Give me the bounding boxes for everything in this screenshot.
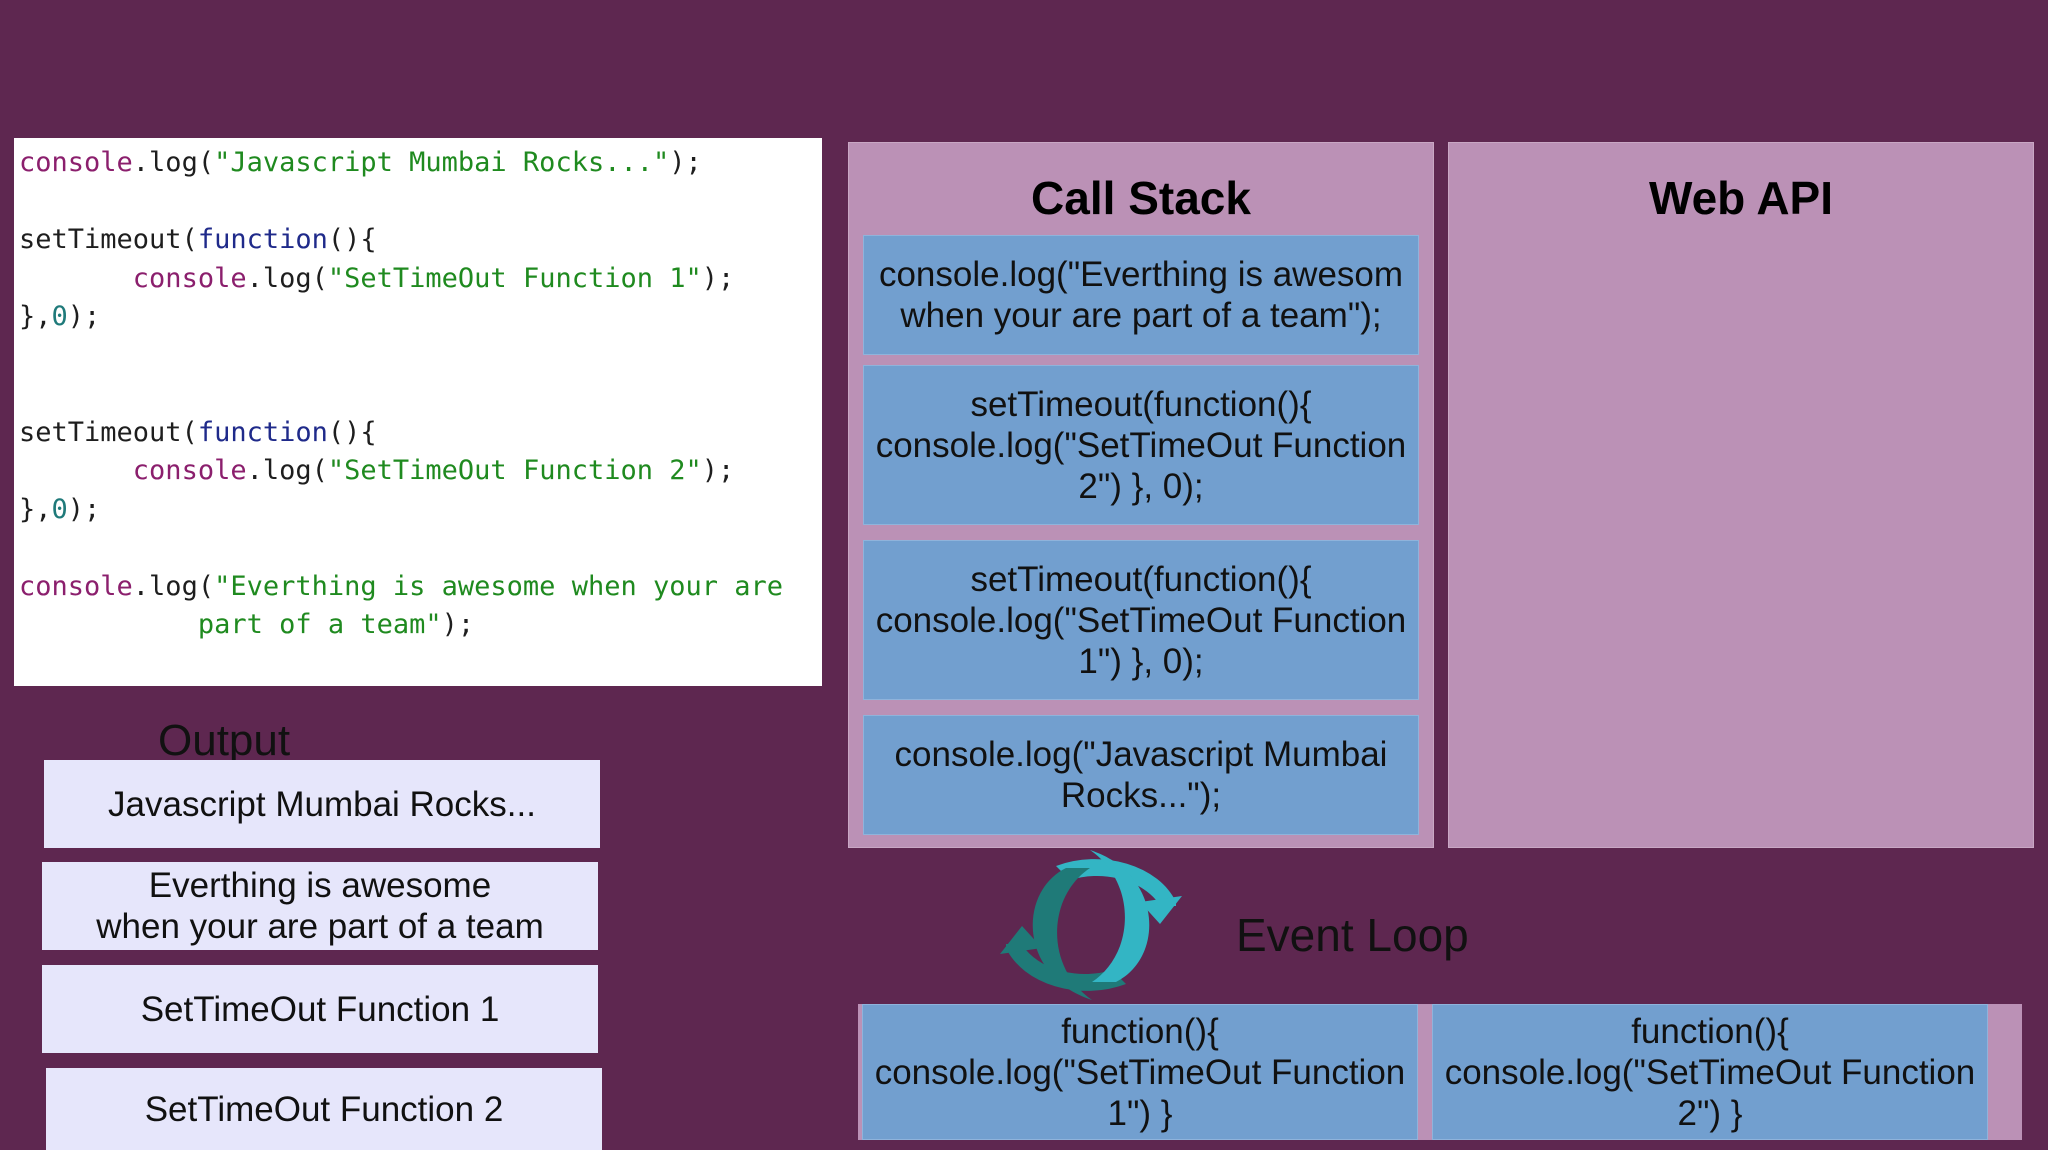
code-line: console.log("SetTimeOut Function 2");	[19, 452, 822, 491]
code-token: );	[701, 262, 735, 294]
output-item-4: SetTimeOut Function 2	[46, 1068, 602, 1150]
code-token: "Javascript Mumbai Rocks..."	[214, 147, 670, 178]
cycle-arrows-icon	[1000, 846, 1182, 1009]
code-token: console	[19, 147, 133, 178]
web-api-panel: Web API	[1448, 142, 2034, 848]
code-token: 0	[51, 301, 68, 332]
code-token: (){	[327, 224, 377, 255]
code-line	[19, 337, 822, 376]
call-stack-frame-4: console.log("Javascript Mumbai Rocks..."…	[863, 715, 1419, 835]
code-line: setTimeout(function(){	[19, 221, 822, 260]
code-token: setTimeout(	[19, 416, 198, 448]
code-token: console	[132, 262, 247, 294]
code-line: console.log("Everthing is awesome when y…	[19, 568, 822, 607]
code-token: function	[197, 224, 328, 255]
code-line	[19, 529, 822, 568]
code-line: },0);	[19, 491, 822, 530]
code-line	[19, 183, 822, 222]
code-panel: console.log("Javascript Mumbai Rocks..."…	[14, 138, 822, 686]
callback-queue-item-2: function(){ console.log("SetTimeOut Func…	[1432, 1004, 1988, 1140]
event-loop-label: Event Loop	[1236, 909, 1469, 961]
code-line: },0);	[19, 298, 822, 337]
code-token: );	[701, 455, 735, 486]
code-token: "Everthing is awesome when your are	[214, 570, 784, 602]
code-token: console	[132, 455, 247, 486]
code-token: },	[19, 301, 52, 332]
code-token: );	[441, 609, 475, 640]
code-line: console.log("Javascript Mumbai Rocks..."…	[19, 144, 822, 183]
code-token: },	[19, 493, 52, 525]
code-token: );	[67, 493, 101, 525]
output-item-3: SetTimeOut Function 1	[42, 965, 598, 1053]
code-token: console	[19, 570, 133, 602]
code-line	[19, 375, 822, 414]
code-token	[19, 455, 133, 486]
code-token: .log(	[246, 262, 328, 294]
call-stack-frame-3: setTimeout(function(){ console.log("SetT…	[863, 540, 1419, 700]
code-token: setTimeout(	[19, 224, 198, 255]
code-token: "SetTimeOut Function 1"	[327, 262, 702, 294]
call-stack-title: Call Stack	[1031, 172, 1251, 224]
code-line: console.log("SetTimeOut Function 1");	[19, 260, 822, 299]
output-title: Output	[158, 716, 291, 765]
call-stack-panel: Call Stack console.log("Everthing is awe…	[848, 142, 1434, 848]
code-token: (){	[327, 416, 377, 448]
code-token: .log(	[246, 455, 328, 486]
callback-queue: function(){ console.log("SetTimeOut Func…	[858, 1004, 2022, 1140]
code-token: "SetTimeOut Function 2"	[327, 455, 702, 486]
code-line: part of a team");	[19, 606, 822, 645]
code-token: .log(	[132, 570, 215, 602]
code-token: part of a team"	[197, 609, 442, 640]
code-line: setTimeout(function(){	[19, 414, 822, 453]
code-token: .log(	[132, 147, 215, 178]
code-token: 0	[51, 493, 68, 525]
code-token	[19, 263, 133, 294]
output-item-1: Javascript Mumbai Rocks...	[44, 760, 600, 848]
web-api-title: Web API	[1648, 172, 1834, 224]
code-token: );	[67, 301, 101, 332]
output-item-2: Everthing is awesome when your are part …	[42, 862, 598, 950]
call-stack-frame-2: setTimeout(function(){ console.log("SetT…	[863, 365, 1419, 525]
code-token	[19, 609, 198, 640]
call-stack-frame-1: console.log("Everthing is awesom when yo…	[863, 235, 1419, 355]
code-token: );	[669, 147, 702, 178]
callback-queue-item-1: function(){ console.log("SetTimeOut Func…	[862, 1004, 1418, 1140]
code-token: function	[197, 416, 328, 448]
